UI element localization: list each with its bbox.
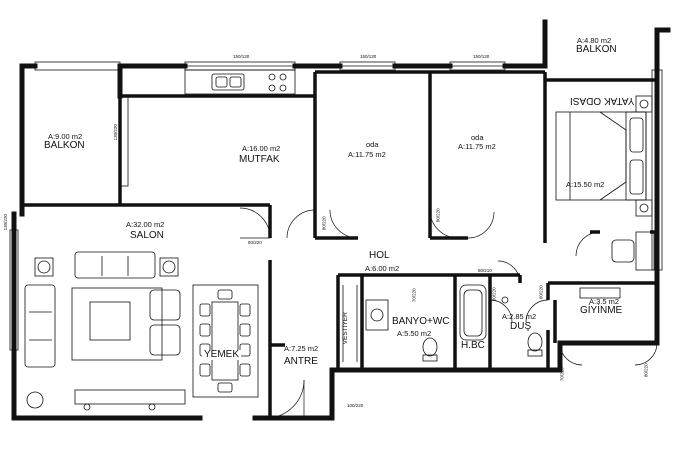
dim-door-salon: 80/220 — [248, 240, 262, 245]
dim-window-mutfak: 150/130 — [233, 54, 250, 59]
dim-door-right-low: 70/220 — [559, 367, 565, 382]
balkon-right-area: A:4.80 m2 — [577, 36, 612, 45]
hbc-name: H.BC — [461, 340, 485, 351]
oda1-area: A:11.75 m2 — [348, 150, 386, 159]
banyo-name: BANYO+WC — [392, 316, 450, 327]
giyinme-area: A:3.5 m2 — [589, 297, 620, 306]
exterior-walls — [11, 19, 671, 421]
dim-window-salon-left: 130/220 — [2, 214, 8, 231]
giyinme-name: GİYİNME — [580, 305, 623, 316]
bed — [555, 95, 655, 271]
dim-window-oda1: 150/130 — [360, 54, 377, 59]
oda2-area: A:11.75 m2 — [458, 142, 496, 151]
dim-door-hol-top: 80/210 — [478, 268, 492, 273]
interior-walls — [20, 70, 657, 418]
balkon-left-name: BALKON — [44, 140, 85, 151]
vestiyer-name: VESTİYER — [341, 312, 349, 345]
bathroom-fixtures — [342, 284, 621, 362]
mutfak-area: A:16.00 m2 — [242, 144, 281, 153]
balkon-right-name: BALKON — [576, 44, 617, 55]
dim-door-antre: 100/220 — [347, 403, 364, 408]
hol-area: A:6.00 m2 — [365, 264, 400, 273]
dining-table — [192, 284, 259, 398]
balkon-left-area: A:9.00 m2 — [48, 132, 83, 141]
hol-name: HOL — [369, 250, 390, 261]
door-swings — [239, 207, 658, 419]
dim-door-dus: 60/220 — [491, 287, 497, 302]
oda1-name: oda — [366, 140, 379, 149]
salon-furniture — [24, 251, 186, 411]
salon-name: SALON — [130, 230, 164, 241]
mutfak-name: MUTFAK — [239, 154, 280, 165]
dim-door-banyo: 70/220 — [411, 288, 417, 303]
salon-area: A:32.00 m2 — [126, 220, 165, 229]
dim-door-giyinme: 60/220 — [538, 285, 544, 300]
dim-door-oda1: 80/220 — [321, 216, 327, 231]
antre-area: A:7.25 m2 — [284, 344, 319, 353]
dim-door-oda2: 80/220 — [435, 208, 441, 223]
oda2-name: oda — [471, 133, 484, 142]
dim-door-balkon-right: 80/220 — [643, 363, 649, 378]
dim-window-mutfak-side: 130/220 — [112, 124, 118, 141]
yatak-odasi-area: A:15.50 m2 — [566, 180, 605, 189]
banyo-area: A:5.50 m2 — [397, 329, 432, 338]
kitchen-counter — [184, 69, 296, 95]
dim-window-oda2: 150/130 — [473, 54, 490, 59]
dus-name: DUŞ — [510, 321, 532, 332]
dus-area: A:2.85 m2 — [502, 312, 537, 321]
antre-name: ANTRE — [284, 356, 318, 367]
yemek-name: YEMEK — [202, 349, 242, 360]
yatak-odasi-name: YATAK ODASI — [570, 95, 635, 106]
